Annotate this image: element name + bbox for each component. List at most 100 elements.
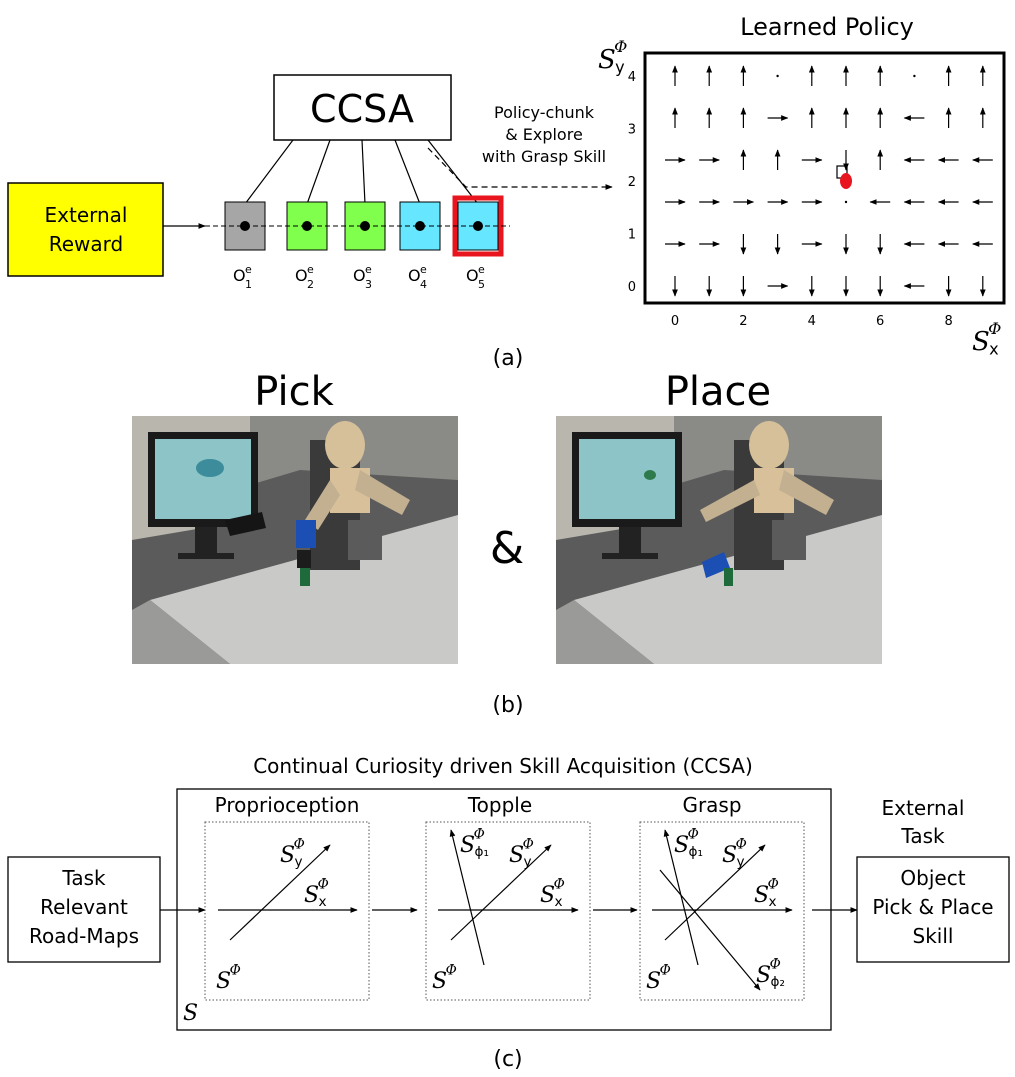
task-roadmap-line-3: Road-Maps bbox=[29, 924, 139, 948]
svg-text:Φ: Φ bbox=[554, 876, 565, 892]
axis-y-proprioception bbox=[229, 844, 331, 941]
svg-text:Φ: Φ bbox=[318, 876, 329, 892]
policy-title: Learned Policy bbox=[740, 13, 914, 41]
svg-text:Φ: Φ bbox=[523, 836, 534, 852]
label-sx-topple: SΦx bbox=[540, 876, 565, 910]
svg-text:y: y bbox=[295, 854, 303, 870]
policy-x-axis-label: SΦx bbox=[972, 319, 1001, 359]
task-roadmap-line-2: Relevant bbox=[40, 895, 128, 919]
label-sy-topple: SΦy bbox=[509, 836, 534, 870]
external-reward-box bbox=[7, 182, 164, 277]
external-task-line-2: Task bbox=[900, 824, 945, 848]
svg-text:Φ: Φ bbox=[614, 37, 627, 56]
label-sy-proprioception: SΦy bbox=[280, 836, 305, 870]
arrow-text-line-1: Policy-chunk bbox=[494, 103, 595, 122]
axis-y-grasp bbox=[664, 844, 766, 941]
label-sy-grasp: SΦy bbox=[722, 836, 747, 870]
policy-y-tick: 1 bbox=[628, 228, 636, 243]
option-dot-2 bbox=[302, 221, 312, 231]
task-roadmap-box bbox=[7, 856, 161, 963]
svg-text:y: y bbox=[524, 854, 532, 870]
policy-x-tick: 0 bbox=[671, 314, 679, 329]
policy-x-tick: 4 bbox=[808, 314, 816, 329]
label-sphi-topple: SΦ bbox=[432, 962, 457, 994]
svg-text:S: S bbox=[674, 833, 689, 858]
svg-text:S: S bbox=[646, 969, 661, 994]
policy-frame bbox=[643, 51, 1006, 305]
task-roadmap-line-1: Task bbox=[61, 866, 106, 890]
svg-text:S: S bbox=[509, 843, 524, 868]
svg-text:4: 4 bbox=[420, 278, 427, 291]
caption-a: (a) bbox=[493, 346, 524, 371]
svg-text:Φ: Φ bbox=[446, 962, 457, 978]
svg-text:e: e bbox=[245, 263, 252, 276]
external-reward-line-2: Reward bbox=[49, 232, 123, 256]
svg-text:Φ: Φ bbox=[768, 876, 779, 892]
svg-text:y: y bbox=[615, 58, 625, 77]
label-sphi-grasp: SΦ bbox=[646, 962, 671, 994]
svg-text:O: O bbox=[466, 266, 479, 285]
svg-text:Φ: Φ bbox=[688, 826, 699, 842]
panel-b: Pick Place bbox=[132, 369, 882, 718]
stage-name-topple: Topple bbox=[467, 793, 532, 817]
skill-line-2: Pick & Place bbox=[872, 895, 993, 919]
pick-label: Pick bbox=[254, 369, 334, 415]
svg-text:1: 1 bbox=[245, 278, 252, 291]
svg-text:Φ: Φ bbox=[770, 956, 781, 972]
svg-text:S: S bbox=[598, 45, 616, 75]
svg-text:S: S bbox=[972, 327, 990, 357]
caption-b: (b) bbox=[492, 693, 523, 718]
svg-text:e: e bbox=[365, 263, 372, 276]
panel-c: Continual Curiosity driven Skill Acquisi… bbox=[7, 754, 1010, 1072]
svg-text:S: S bbox=[460, 833, 475, 858]
policy-y-tick: 3 bbox=[628, 123, 636, 138]
svg-text:S: S bbox=[304, 883, 319, 908]
caption-c: (c) bbox=[493, 1047, 522, 1072]
stage-box-topple bbox=[425, 821, 591, 1001]
policy-y-tick: 0 bbox=[628, 280, 636, 295]
policy-x-tick: 2 bbox=[739, 314, 747, 329]
svg-text:Φ: Φ bbox=[474, 826, 485, 842]
external-reward-line-1: External bbox=[45, 203, 128, 227]
svg-text:Φ: Φ bbox=[230, 962, 241, 978]
svg-text:S: S bbox=[216, 969, 231, 994]
svg-text:x: x bbox=[989, 340, 999, 359]
arrow-text-line-3: with Grasp Skill bbox=[482, 147, 606, 166]
ampersand: & bbox=[490, 523, 524, 574]
svg-text:2: 2 bbox=[307, 278, 314, 291]
svg-text:S: S bbox=[754, 883, 769, 908]
outer-space-label: S bbox=[183, 1001, 198, 1026]
ccsa-label: CCSA bbox=[310, 87, 414, 131]
label-sphi-proprioception: SΦ bbox=[216, 962, 241, 994]
svg-text:S: S bbox=[540, 883, 555, 908]
skill-line-3: Skill bbox=[913, 924, 954, 948]
label-sx-grasp: SΦx bbox=[754, 876, 779, 910]
svg-text:x: x bbox=[555, 894, 563, 910]
place-label: Place bbox=[665, 369, 771, 415]
axis-phi1-grasp bbox=[663, 829, 699, 966]
svg-text:ϕ₁: ϕ₁ bbox=[475, 844, 489, 860]
svg-text:e: e bbox=[420, 263, 427, 276]
svg-text:O: O bbox=[295, 266, 308, 285]
svg-text:5: 5 bbox=[478, 278, 485, 291]
svg-text:S: S bbox=[722, 843, 737, 868]
policy-chunk-arrow bbox=[427, 147, 613, 190]
svg-text:S: S bbox=[280, 843, 295, 868]
ccsa-connectors bbox=[244, 139, 479, 205]
stage-box-proprioception bbox=[204, 821, 370, 1001]
svg-text:y: y bbox=[737, 854, 745, 870]
svg-text:Φ: Φ bbox=[294, 836, 305, 852]
policy-cell-dot bbox=[776, 74, 779, 78]
svg-text:Φ: Φ bbox=[736, 836, 747, 852]
